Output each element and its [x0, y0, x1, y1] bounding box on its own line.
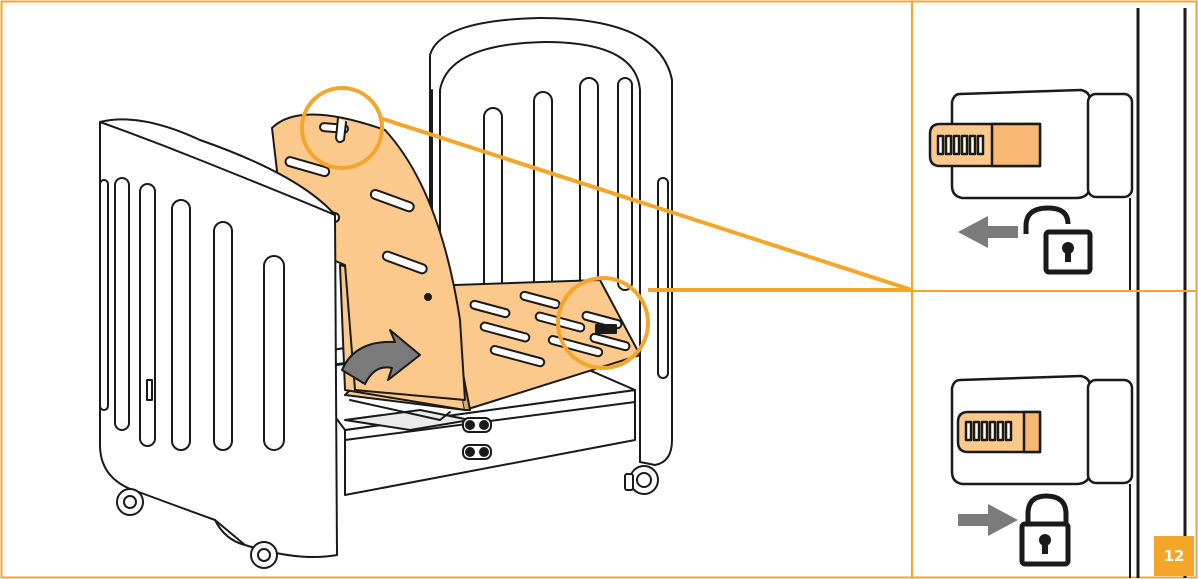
back-end-panel [429, 17, 673, 495]
curved-arrow-icon [341, 329, 421, 385]
hardware-connectors [462, 417, 492, 460]
callout-circle-bottom [556, 276, 650, 370]
callout-circle-top [300, 86, 384, 170]
locked-padlock-icon [1019, 493, 1071, 567]
front-end-panel [99, 118, 338, 569]
base-lock-slider [595, 324, 617, 334]
right-arrow-icon [958, 504, 1018, 536]
crib-illustration [99, 17, 673, 569]
callout-lines [300, 86, 913, 370]
unlocked-padlock-icon [1023, 205, 1093, 275]
detail-panel-unlocked [928, 8, 1187, 290]
page-number-badge: 12 [1154, 536, 1194, 576]
detail-panel-locked [950, 292, 1187, 578]
left-arrow-icon [958, 216, 1018, 248]
